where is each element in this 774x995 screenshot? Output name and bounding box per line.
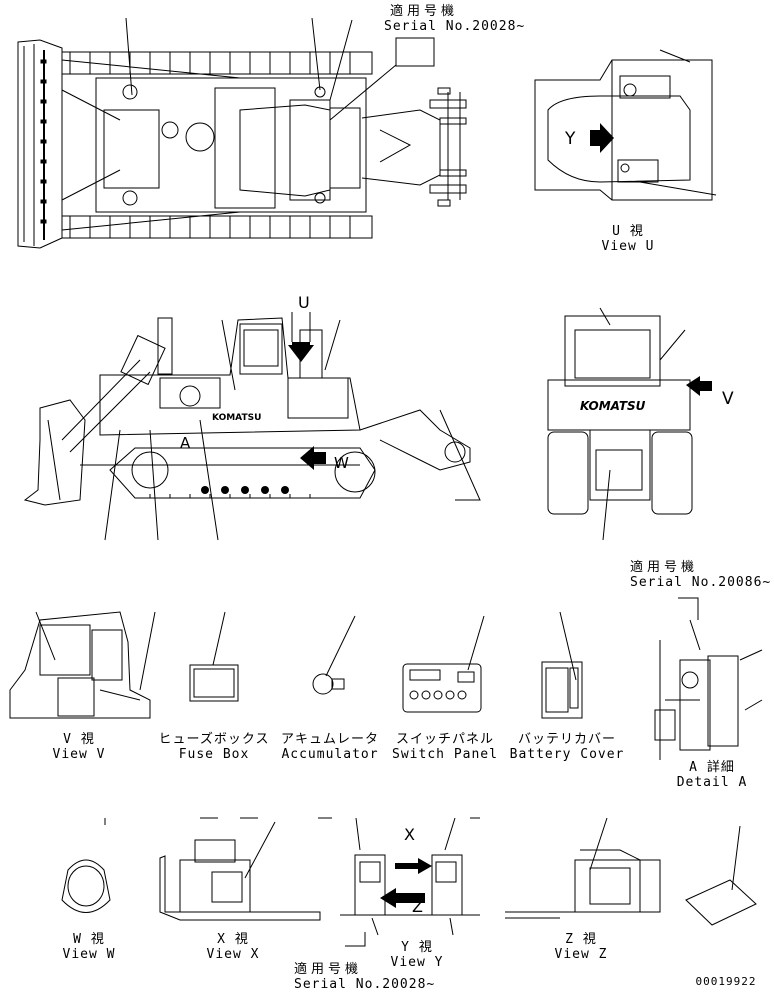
view-u-diagram: Y <box>534 49 717 201</box>
detail-a-en: Detail A <box>676 775 748 790</box>
front-view-dozer: KOMATSU V <box>547 307 734 541</box>
marker-x: X <box>404 825 415 844</box>
battery-cover-en: Battery Cover <box>509 747 625 762</box>
switch-panel-label: スイッチパネル Switch Panel <box>392 732 498 762</box>
battery-cover-label: バッテリカバー Battery Cover <box>508 732 626 762</box>
detail-a-jp: A 詳細 <box>689 760 735 775</box>
accumulator-jp: アキュムレータ <box>280 732 379 747</box>
view-y-en: View Y <box>390 955 444 970</box>
marker-u: U <box>298 293 310 312</box>
view-x-jp: X 視 <box>217 932 249 947</box>
serial-top-en: Serial No.20028~ <box>384 19 526 34</box>
view-v-diagram <box>9 611 156 719</box>
view-z-jp: Z 視 <box>565 932 597 947</box>
fuse-box-en: Fuse Box <box>178 747 250 762</box>
serial-detail-a-en: Serial No.20086~ <box>630 575 772 590</box>
marker-z: Z <box>412 897 423 916</box>
view-y-jp: Y 視 <box>401 940 433 955</box>
view-v-label: V 視 View V <box>44 732 114 762</box>
view-x-label: X 視 View X <box>198 932 268 962</box>
view-z-en: View Z <box>554 947 608 962</box>
view-u-jp: U 視 <box>612 224 644 239</box>
accumulator-en: Accumulator <box>281 747 379 762</box>
view-x-diagram <box>159 817 321 921</box>
view-y-diagram: X Z <box>318 817 480 947</box>
view-z-diagram <box>505 817 661 919</box>
detail-a-diagram <box>654 597 763 760</box>
accumulator-label: アキュムレータ Accumulator <box>280 732 380 762</box>
view-w-label: W 視 View W <box>54 932 124 962</box>
accumulator-diagram <box>312 615 356 695</box>
serial-bottom-jp: 適用号機 <box>294 962 363 977</box>
view-w-en: View W <box>62 947 116 962</box>
battery-cover-jp: バッテリカバー <box>517 732 616 747</box>
view-z-label: Z 視 View Z <box>546 932 616 962</box>
top-view-dozer <box>17 17 467 249</box>
view-w-jp: W 視 <box>73 932 105 947</box>
marker-v: V <box>722 389 734 409</box>
fuse-box-diagram <box>189 611 239 702</box>
serial-detail-a: 適用号機 Serial No.20086~ <box>630 560 771 590</box>
drawing-number: 00019922 <box>695 975 757 988</box>
label-sheet-diagram <box>685 825 757 926</box>
serial-bottom: 適用号機 Serial No.20028~ <box>294 962 435 992</box>
marker-y: Y <box>564 129 576 149</box>
brand-logo: KOMATSU <box>212 413 261 423</box>
view-v-jp: V 視 <box>63 732 95 747</box>
side-view-dozer: KOMATSU U W A <box>23 293 481 541</box>
marker-w: W <box>334 454 349 472</box>
view-y-label: Y 視 View Y <box>382 940 452 970</box>
serial-top-jp: 適用号機 <box>390 4 459 19</box>
view-w-diagram <box>61 818 111 913</box>
switch-panel-jp: スイッチパネル <box>395 732 494 747</box>
serial-top: 適用号機 Serial No.20028~ <box>384 4 525 34</box>
front-brand-logo: KOMATSU <box>580 399 646 413</box>
view-u-label: U 視 View U <box>598 224 658 254</box>
serial-bottom-en: Serial No.20028~ <box>294 977 436 992</box>
view-x-en: View X <box>206 947 260 962</box>
view-u-en: View U <box>601 239 655 254</box>
serial-detail-a-jp: 適用号機 <box>630 560 699 575</box>
fuse-box-jp: ヒューズボックス <box>158 732 270 747</box>
view-v-en: View V <box>52 747 106 762</box>
battery-cover-diagram <box>541 611 583 719</box>
switch-panel-en: Switch Panel <box>392 747 498 762</box>
switch-panel-diagram <box>402 615 485 713</box>
fuse-box-label: ヒューズボックス Fuse Box <box>158 732 270 762</box>
detail-a-label: A 詳細 Detail A <box>672 760 752 790</box>
marker-a: A <box>180 434 191 452</box>
